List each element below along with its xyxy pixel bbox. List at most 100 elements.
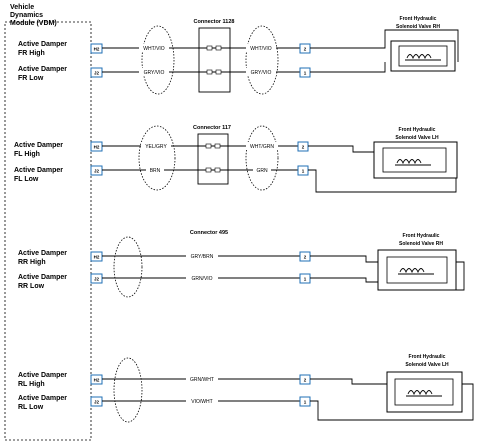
rl-low-label-line-1: Active Damper: [18, 395, 67, 402]
rl-label-bg-h: [186, 375, 218, 383]
fl-connector-label: Connector 117: [193, 125, 231, 131]
fl-connector-box: [197, 133, 229, 185]
fl-lead-low: [308, 165, 457, 193]
fl-valve-inner: [382, 147, 447, 173]
rr-pin-high-box: [90, 251, 103, 262]
fl-valve-pin-high-box: [297, 141, 309, 152]
fl-label-bg-lr: [253, 166, 271, 174]
fr-connector-label: Connector 1128: [194, 19, 235, 25]
fr-pin-low: J2: [94, 71, 100, 76]
circuit-fr: Active Damper FR High Active Damper FR L…: [18, 16, 459, 95]
rr-wire-low: GRN/VIO: [191, 276, 212, 282]
rl-lead-low: [310, 383, 474, 421]
fl-low-label-line-2: FL Low: [14, 176, 39, 183]
rr-valve-inner: [386, 256, 448, 284]
fr-pin-high-box: [90, 43, 103, 54]
fr-label-bg-ll: [139, 68, 169, 76]
fr-wire-high-right: WHT/VIO: [250, 46, 271, 52]
fr-twist-left: [141, 25, 175, 95]
rl-valve-label-line-1: Front Hydraulic: [409, 354, 446, 360]
rr-twist: [113, 236, 143, 298]
rr-low-label-line-2: RR Low: [18, 283, 45, 290]
rr-high-label-line-1: Active Damper: [18, 250, 67, 257]
rl-coil-icon: [406, 390, 442, 397]
circuit-rr: Active Damper RR High Active Damper RR L…: [18, 230, 465, 298]
fr-valve-label-line-1: Front Hydraulic: [400, 16, 437, 22]
rr-wire-high: GRY/BRN: [191, 254, 214, 260]
fl-valve-pin-low: 1: [302, 169, 305, 174]
fl-lead-high: [308, 145, 374, 153]
rl-valve-label-line-2: Solenoid Valve LH: [405, 362, 449, 368]
rr-low-label-line-1: Active Damper: [18, 274, 67, 281]
circuit-rl: Active Damper RL High Active Damper RL L…: [18, 354, 474, 423]
fr-valve-label-line-2: Solenoid Valve RH: [396, 24, 440, 30]
rr-valve-pin-low: 1: [304, 277, 307, 282]
fl-valve-label-line-1: Front Hydraulic: [399, 127, 436, 133]
fr-connector-terminals: [206, 45, 222, 75]
fr-label-bg-lr: [246, 68, 276, 76]
rl-high-label-line-1: Active Damper: [18, 372, 67, 379]
fl-pin-low: J2: [94, 169, 100, 174]
fr-pin-low-box: [90, 67, 103, 78]
rr-lead-high: [310, 255, 378, 263]
rl-valve-inner: [394, 378, 454, 406]
fl-high-label-line-1: Active Damper: [14, 142, 63, 149]
fl-pin-high: H2: [94, 145, 100, 150]
fr-valve-pin-high-box: [299, 43, 311, 54]
fr-wire-low-left: GRY/VIO: [144, 70, 165, 76]
rr-pin-low: J2: [94, 277, 100, 282]
rr-lead-low: [310, 277, 378, 283]
rr-pin-low-box: [90, 273, 103, 284]
rl-wire-low: VIO/WHT: [191, 399, 212, 405]
fr-valve-pin-low: 1: [304, 71, 307, 76]
vdm-title-line-3: Module (VDM): [10, 20, 57, 27]
rl-twist: [113, 357, 143, 423]
fr-connector-box: [198, 27, 231, 93]
fr-valve-outer: [390, 40, 456, 72]
rl-wire-high: GRN/WHT: [190, 377, 214, 383]
fr-valve-inner: [398, 45, 448, 67]
fl-twist-left: [138, 125, 176, 191]
rr-lead-return: [456, 261, 465, 291]
rl-low-label-line-2: RL Low: [18, 404, 44, 411]
rr-coil-icon: [398, 268, 434, 275]
fl-label-bg-ll: [146, 166, 164, 174]
fr-coil-icon: [405, 54, 441, 61]
rl-valve-pin-high: 2: [304, 378, 307, 383]
rl-pin-high-box: [90, 374, 103, 385]
fr-label-bg-hl: [139, 44, 169, 52]
fr-high-label-line-2: FR High: [18, 50, 45, 57]
rr-label-bg-l: [186, 274, 218, 282]
fl-connector-terminals: [205, 143, 221, 173]
vdm-title-line-2: Dynamics: [10, 12, 43, 19]
fl-wire-low-left: BRN: [150, 168, 161, 174]
fl-low-label-line-1: Active Damper: [14, 167, 63, 174]
rl-label-bg-l: [186, 397, 218, 405]
fl-label-bg-hr: [246, 142, 278, 150]
fl-valve-pin-low-box: [297, 165, 309, 176]
fl-valve-pin-high: 2: [302, 145, 305, 150]
fr-high-label-line-1: Active Damper: [18, 41, 67, 48]
rl-valve-pin-low: 1: [304, 400, 307, 405]
circuit-fl: Active Damper FL High Active Damper FL L…: [14, 125, 458, 193]
fl-wire-high-left: YEL/GRY: [145, 144, 167, 150]
fr-low-label-line-1: Active Damper: [18, 66, 67, 73]
rl-lead-high: [310, 378, 387, 385]
rl-valve-pin-low-box: [299, 396, 311, 407]
rr-valve-pin-high-box: [299, 251, 311, 262]
fl-coil-icon: [395, 159, 431, 166]
rr-high-label-line-2: RR High: [18, 259, 46, 266]
fr-label-bg-hr: [246, 44, 276, 52]
rr-connector-label: Connector 495: [190, 230, 228, 236]
rl-pin-high: H2: [94, 378, 100, 383]
fr-wire-low-right: GRY/VIO: [251, 70, 272, 76]
vdm-title-line-1: Vehicle: [10, 4, 34, 11]
rr-valve-label-line-1: Front Hydraulic: [403, 233, 440, 239]
rl-valve-pin-high-box: [299, 374, 311, 385]
rl-pin-low-box: [90, 396, 103, 407]
fl-wire-low-right: GRN: [256, 168, 268, 174]
fl-pin-low-box: [90, 165, 103, 176]
fr-twist-right: [245, 25, 279, 95]
rl-high-label-line-2: RL High: [18, 381, 45, 388]
